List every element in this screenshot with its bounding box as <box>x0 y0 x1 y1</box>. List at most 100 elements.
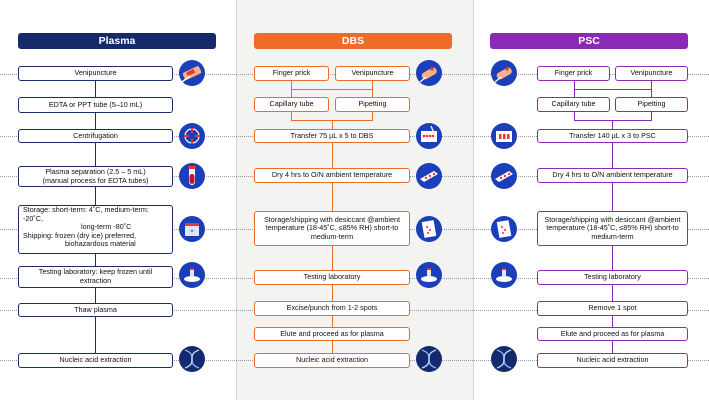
blood-tube-icon <box>179 163 205 189</box>
finger-prick-icon <box>416 60 442 86</box>
step-label: Venipuncture <box>74 68 117 78</box>
psc-connector <box>574 112 575 120</box>
svg-text:*: * <box>190 228 194 236</box>
dna-helix-icon <box>416 346 442 372</box>
psc-storage-step: Storage/shipping with desiccant @ambient… <box>537 211 688 246</box>
psc-extraction-step: Nucleic acid extraction <box>537 353 688 368</box>
psc-venipuncture-step: Venipuncture <box>615 66 688 81</box>
dbs-connector <box>332 341 333 353</box>
dna-helix-icon <box>491 346 517 372</box>
plasma-separation-step: Plasma separation (2.5 – 5 mL) (manual p… <box>18 166 173 187</box>
psc-connector <box>612 341 613 353</box>
step-label: biohazardous material <box>65 239 136 249</box>
plasma-connector <box>95 81 96 97</box>
dbs-connector <box>332 143 333 168</box>
plasma-connector <box>95 254 96 266</box>
dbs-header: DBS <box>254 33 452 49</box>
dbs-storage-step: Storage/shipping with desiccant @ambient… <box>254 211 410 246</box>
psc-connector <box>612 120 613 129</box>
plasma-extraction-step: Nucleic acid extraction <box>18 353 173 368</box>
step-label: Nucleic acid extraction <box>59 355 132 365</box>
step-label: Testing laboratory <box>584 272 641 282</box>
step-label: Nucleic acid extraction <box>576 355 649 365</box>
step-label: temperature (18-45˚C, ≤85% RH) short-to <box>546 223 679 233</box>
plasma-header: Plasma <box>18 33 216 49</box>
step-label: Venipuncture <box>630 68 673 78</box>
psc-connector <box>612 246 613 270</box>
plasma-connector <box>95 113 96 129</box>
plasma-venipuncture-step: Venipuncture <box>18 66 173 81</box>
step-label: Nucleic acid extraction <box>296 355 368 365</box>
step-label: Dry 4 hrs to O/N ambient temperature <box>552 170 673 180</box>
lab-analyzer-icon <box>491 262 517 288</box>
step-label: Excise/punch from 1-2 spots <box>286 303 378 313</box>
step-label: (manual process for EDTA tubes) <box>42 175 149 185</box>
step-label: Elute and proceed as for plasma <box>280 328 384 338</box>
drying-card-icon <box>491 163 517 189</box>
dbs-connector <box>332 183 333 211</box>
centrifuge-icon <box>179 123 205 149</box>
step-label: Testing laboratory <box>303 272 361 282</box>
dbs-connector <box>332 246 333 270</box>
dbs-testing-step: Testing laboratory <box>254 270 410 285</box>
step-label: Remove 1 spot <box>588 303 637 313</box>
step-label: Transfer 75 µL x 5 to DBS <box>290 130 374 140</box>
psc-connector <box>574 89 652 90</box>
step-label: Pipetting <box>358 99 387 109</box>
pipette-card-icon <box>416 123 442 149</box>
step-label: Storage/shipping with desiccant @ambient <box>544 214 681 224</box>
psc-connector <box>612 183 613 211</box>
step-label: Capillary tube <box>269 99 314 109</box>
psc-connector <box>612 285 613 301</box>
step-label: Finger prick <box>272 68 311 78</box>
psc-finger-prick-step: Finger prick <box>537 66 610 81</box>
psc-capillary-step: Capillary tube <box>537 97 610 112</box>
psc-header: PSC <box>490 33 688 49</box>
plasma-connector <box>95 317 96 353</box>
step-label: Thaw plasma <box>74 304 117 314</box>
psc-remove-step: Remove 1 spot <box>537 301 688 316</box>
psc-connector <box>574 120 652 121</box>
step-label: temperature (18-45˚C, ≤85% RH) short-to <box>265 223 399 233</box>
psc-testing-step: Testing laboratory <box>537 270 688 285</box>
lab-analyzer-icon <box>416 262 442 288</box>
psc-dry-step: Dry 4 hrs to O/N ambient temperature <box>537 168 688 183</box>
dbs-venipuncture-step: Venipuncture <box>335 66 410 81</box>
step-label: Storage: short-term: 4˚C, medium-term: -… <box>23 205 149 223</box>
dbs-connector <box>372 112 373 120</box>
step-label: Testing laboratory: keep frozen until <box>38 267 153 277</box>
plasma-tube-step: EDTA or PPT tube (5–10 mL) <box>18 97 173 113</box>
step-label: EDTA or PPT tube (5–10 mL) <box>48 99 143 109</box>
lab-analyzer-icon <box>179 262 205 288</box>
plasma-connector <box>95 143 96 166</box>
dbs-connector <box>332 316 333 327</box>
dbs-excise-step: Excise/punch from 1-2 spots <box>254 301 410 316</box>
psc-card-icon <box>491 123 517 149</box>
dbs-connector <box>332 120 333 129</box>
dbs-connector <box>291 89 373 90</box>
dbs-transfer-step: Transfer 75 µL x 5 to DBS <box>254 129 410 143</box>
psc-pipetting-step: Pipetting <box>615 97 688 112</box>
step-label: Dry 4 hrs to O/N ambient temperature <box>271 170 393 180</box>
step-label: Finger prick <box>554 68 593 78</box>
psc-elute-step: Elute and proceed as for plasma <box>537 327 688 341</box>
drying-card-icon <box>416 163 442 189</box>
step-label: Shipping: frozen (dry ice) preferred, <box>23 230 137 240</box>
plasma-connector <box>95 187 96 205</box>
desiccant-bag-icon <box>491 216 517 242</box>
step-label: medium-term <box>310 231 354 241</box>
venipuncture-icon <box>179 60 205 86</box>
panel-divider-left <box>236 0 237 400</box>
psc-connector <box>612 316 613 327</box>
plasma-centrifugation-step: Centrifugation <box>18 129 173 143</box>
step-label: medium-term <box>591 231 634 241</box>
step-label: Pipetting <box>637 99 666 109</box>
desiccant-bag-icon <box>416 216 442 242</box>
dbs-elute-step: Elute and proceed as for plasma <box>254 327 410 341</box>
plasma-thaw-step: Thaw plasma <box>18 303 173 317</box>
step-label: long-term -80˚C <box>81 222 132 232</box>
dbs-connector <box>332 285 333 301</box>
plasma-testing-step: Testing laboratory: keep frozen until ex… <box>18 266 173 288</box>
step-label: Centrifugation <box>73 130 118 140</box>
dbs-extraction-step: Nucleic acid extraction <box>254 353 410 368</box>
